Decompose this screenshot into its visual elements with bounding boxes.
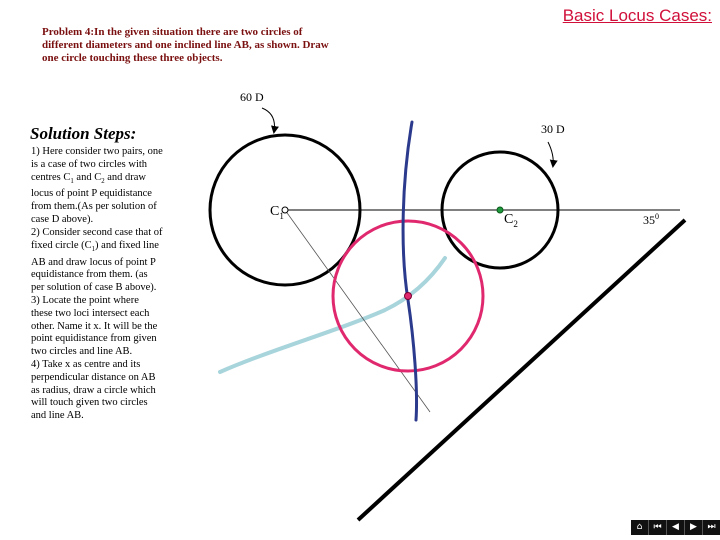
c2-centre xyxy=(496,206,504,214)
label-c1: C1 xyxy=(270,204,284,221)
step-2: 2) Consider second case that of fixed ci… xyxy=(31,226,163,294)
home-icon[interactable]: ⌂ xyxy=(631,520,649,535)
line-ab xyxy=(356,218,687,522)
point-x xyxy=(404,292,412,300)
c1-centre xyxy=(281,206,289,214)
step-3: 3) Locate the point where these two loci… xyxy=(31,294,158,358)
solution-heading: Solution Steps: xyxy=(30,124,137,143)
page-title: Basic Locus Cases: xyxy=(562,6,712,25)
step-4: 4) Take x as centre and its perpendicula… xyxy=(31,358,156,422)
last-icon[interactable]: ⏭ xyxy=(703,520,720,535)
label-c2: C2 xyxy=(504,212,518,229)
dimension-label-30d: 30 D xyxy=(541,122,565,136)
locus-curve-circle-line xyxy=(218,256,447,374)
dim-arrow-30 xyxy=(547,141,558,168)
next-icon[interactable]: ▶ xyxy=(685,520,703,535)
dimension-label-60d: 60 D xyxy=(240,90,264,104)
angle-label: 350 xyxy=(643,212,659,227)
step-1: 1) Here consider two pairs, one is a cas… xyxy=(31,146,163,226)
slide-navigation: ⌂ ⏮ ◀ ▶ ⏭ xyxy=(631,520,720,535)
touching-circle xyxy=(331,219,485,373)
dim-arrow-60 xyxy=(261,107,279,134)
solution-steps: 1) Here consider two pairs, one is a cas… xyxy=(31,146,163,423)
problem-statement: Problem 4:In the given situation there a… xyxy=(42,26,329,64)
locus-curve-two-circles xyxy=(401,120,419,422)
construction-line xyxy=(284,209,431,413)
prev-icon[interactable]: ◀ xyxy=(667,520,685,535)
first-icon[interactable]: ⏮ xyxy=(649,520,667,535)
